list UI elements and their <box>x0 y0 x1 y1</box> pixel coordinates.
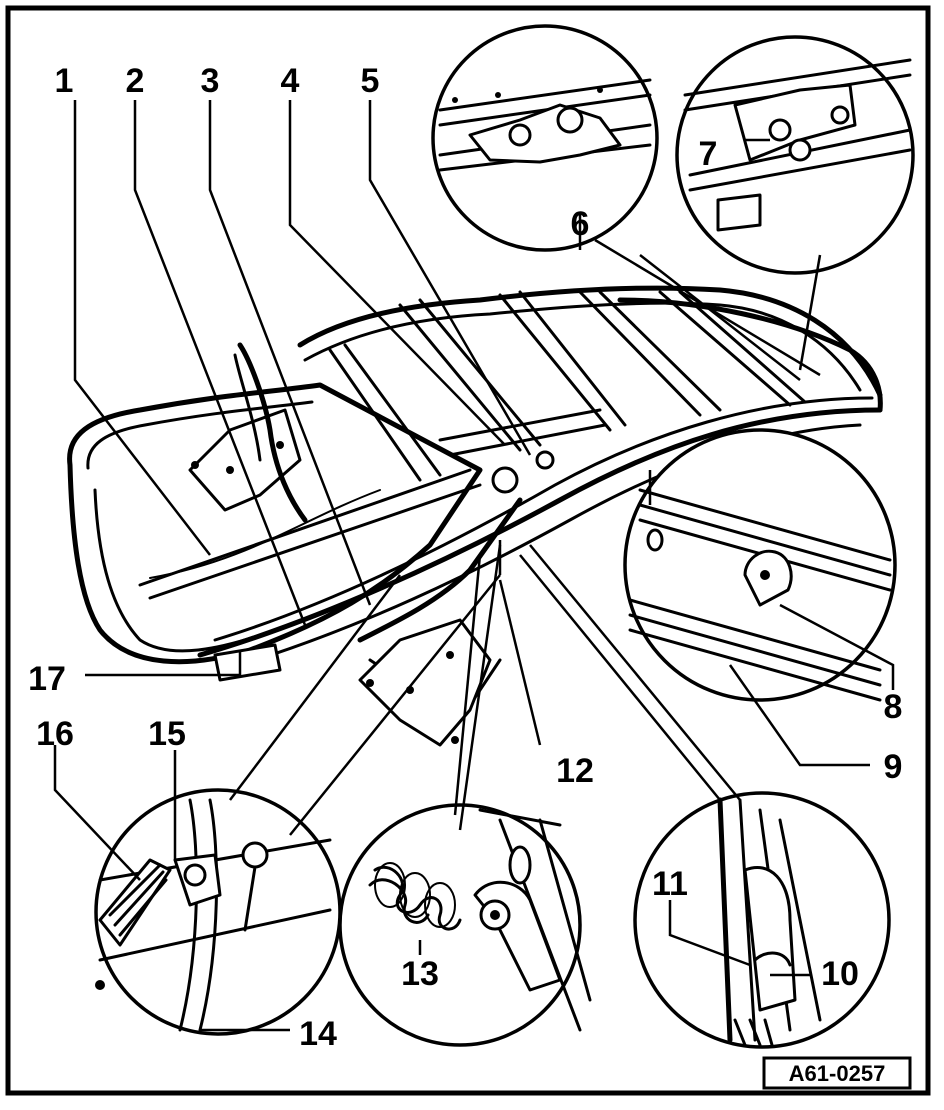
callout-16: 16 <box>36 715 74 753</box>
callout-15: 15 <box>148 715 186 753</box>
callout-11: 11 <box>652 865 688 903</box>
callout-7: 7 <box>699 135 718 173</box>
detail-view-13 <box>338 803 592 1047</box>
callout-1: 1 <box>55 62 74 100</box>
detail-view-10-11 <box>633 791 891 1049</box>
callout-8: 8 <box>884 688 903 726</box>
callout-3: 3 <box>201 62 220 100</box>
callout-13: 13 <box>401 955 439 993</box>
callout-9: 9 <box>884 748 903 786</box>
detail-view-14-15-16 <box>94 788 342 1036</box>
callout-6: 6 <box>571 205 590 243</box>
callout-4: 4 <box>281 62 300 100</box>
leader-lines <box>53 100 895 1032</box>
diagram-border <box>5 5 931 1096</box>
figure-reference-code: A61-0257 <box>789 1061 886 1086</box>
figure-reference-box: A61-0257 <box>762 1056 912 1090</box>
detail-view-7 <box>675 35 915 275</box>
callouts: 1 2 3 4 5 6 7 8 9 10 11 12 13 14 15 16 1… <box>28 62 902 1053</box>
callout-2: 2 <box>126 62 145 100</box>
callout-10: 10 <box>821 955 859 993</box>
callout-5: 5 <box>361 62 380 100</box>
detail-view-8-9 <box>623 428 897 702</box>
callout-17: 17 <box>28 660 66 698</box>
detail-view-6 <box>431 24 659 252</box>
callout-12: 12 <box>556 752 594 790</box>
callout-14: 14 <box>299 1015 337 1053</box>
